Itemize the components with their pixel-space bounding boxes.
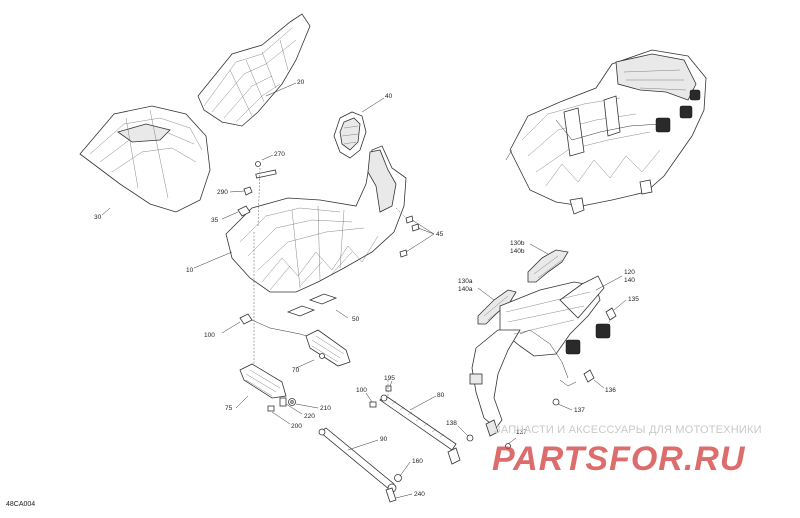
part-bolt-290[interactable] [243, 186, 253, 196]
callout-137-right: 137 [574, 407, 585, 414]
part-nut-35[interactable] [237, 205, 251, 217]
callout-120: 120 [624, 269, 635, 276]
part-spacer-220[interactable] [279, 397, 287, 407]
callout-30: 30 [94, 214, 102, 221]
callout-100-left: 100 [204, 332, 215, 339]
diagram-code: 48CA004 [6, 501, 36, 508]
callout-140b: 140b [510, 248, 525, 255]
callout-195: 195 [384, 375, 395, 382]
callout-130b: 130b [510, 240, 525, 247]
callout-10: 10 [186, 267, 194, 274]
callout-240: 240 [414, 491, 425, 498]
part-seat-backrest-cushion[interactable] [197, 13, 311, 127]
part-threaded-rod-80[interactable] [379, 394, 457, 451]
callout-200: 200 [291, 423, 302, 430]
callout-140a: 140a [458, 286, 473, 293]
callout-140: 140 [624, 277, 635, 284]
part-bushing-160[interactable] [394, 447, 461, 482]
callout-80: 80 [437, 392, 445, 399]
callout-210: 210 [320, 405, 331, 412]
part-washer-210[interactable] [288, 398, 296, 406]
callout-137-left: 137 [516, 429, 527, 436]
part-bolt-200[interactable] [267, 405, 275, 412]
callout-135: 135 [628, 296, 639, 303]
assembled-seat-view [505, 49, 707, 215]
callout-220: 220 [304, 413, 315, 420]
callout-90: 90 [380, 436, 388, 443]
part-seat-belt-assembly-120[interactable] [469, 275, 611, 437]
part-slide-rail-70[interactable] [305, 329, 351, 367]
part-fastener-138[interactable] [466, 434, 474, 442]
callout-40: 40 [385, 93, 393, 100]
callout-70: 70 [292, 367, 300, 374]
callout-50: 50 [352, 316, 360, 323]
callout-35: 35 [211, 217, 219, 224]
part-stud-270[interactable] [255, 161, 277, 227]
callout-160: 160 [412, 458, 423, 465]
part-washer-137[interactable] [505, 398, 560, 449]
callout-270: 270 [274, 151, 285, 158]
callout-130a: 130a [458, 278, 473, 285]
callout-290: 290 [217, 189, 228, 196]
callout-45: 45 [436, 231, 444, 238]
callout-20: 20 [297, 79, 305, 86]
part-seat-base-cushion[interactable] [79, 105, 211, 213]
callout-75: 75 [225, 405, 233, 412]
part-bolt-136[interactable] [583, 369, 595, 383]
part-bolt-195[interactable] [385, 380, 392, 396]
callout-136: 136 [605, 387, 616, 394]
part-pads-50[interactable] [286, 293, 338, 317]
callout-100-center: 100 [356, 387, 367, 394]
part-clips-45[interactable] [395, 207, 420, 258]
part-slide-rail-75[interactable] [239, 232, 287, 399]
part-headrest-pad[interactable] [333, 111, 367, 159]
callout-138: 138 [446, 420, 457, 427]
part-bolt-135[interactable] [605, 307, 617, 327]
part-seat-frame[interactable] [225, 145, 407, 293]
part-cap-240[interactable] [385, 487, 397, 503]
part-nut-100-center[interactable] [369, 401, 377, 408]
part-buckle-trim-130b[interactable] [527, 249, 569, 283]
